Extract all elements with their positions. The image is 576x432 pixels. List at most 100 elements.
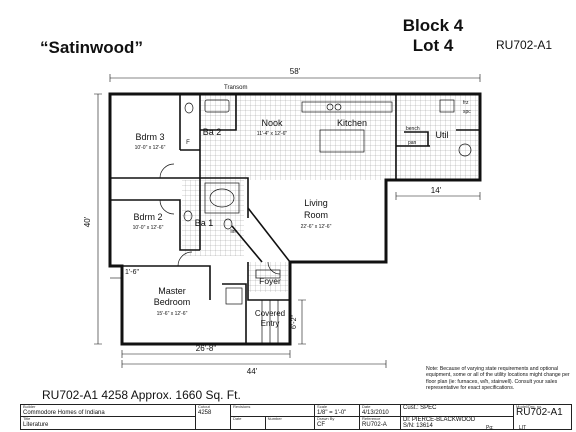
transom-label: Transom bbox=[224, 85, 247, 91]
covered-entry-2: Entry bbox=[261, 319, 280, 328]
utility-tile bbox=[396, 94, 478, 180]
floor-plan: 58' 40' 14' 44' 26'-8" 1'-6" 6'-2" Trans… bbox=[83, 67, 482, 376]
range-burner-icon bbox=[326, 103, 334, 111]
bath2-tub bbox=[204, 99, 230, 113]
revisions-label: Revisions bbox=[233, 404, 251, 409]
nook-name: Nook bbox=[261, 118, 283, 128]
note-text: Note: Because of varying state requireme… bbox=[426, 366, 570, 392]
bdrm2-name: Bdrm 2 bbox=[133, 212, 162, 222]
linen-label: lin bbox=[230, 229, 235, 235]
bench-label: bench bbox=[406, 126, 420, 132]
dim-bump-width: 14' bbox=[431, 186, 442, 195]
fixtures bbox=[183, 99, 472, 344]
living-name-1: Living bbox=[304, 198, 328, 208]
drawn-label: Drawn By bbox=[317, 416, 335, 421]
sn-value: 13614 bbox=[416, 423, 433, 429]
scale-label: Scale bbox=[317, 404, 328, 409]
ref-value: RU702-A bbox=[362, 421, 387, 428]
kitchen-counter bbox=[301, 101, 393, 113]
builder-cell: Builder Commodore Homes of Indiana bbox=[20, 404, 196, 417]
bath1-tile bbox=[182, 180, 244, 256]
rev-date-cell: Date bbox=[230, 416, 266, 430]
plan-name: “Satinwood” bbox=[40, 38, 143, 57]
spc-label: spc bbox=[463, 109, 471, 115]
dim-overall-width: 58' bbox=[290, 67, 301, 76]
rdate-value: 4/13/2010 bbox=[362, 409, 389, 416]
cust-value: SPEC bbox=[420, 405, 437, 411]
ba2-name: Ba 2 bbox=[203, 127, 222, 137]
nook-size: 11'-4" x 12'-6" bbox=[257, 131, 288, 137]
model-value: RU702-A1 bbox=[516, 406, 563, 418]
title-cell: Title Literature bbox=[20, 416, 196, 430]
model-cell: Model/Drg. no. RU702-A1 bbox=[513, 404, 572, 430]
rdate-cell: Date 4/13/2010 bbox=[359, 404, 402, 417]
dl-label: Dl: bbox=[403, 417, 411, 423]
scale-value: 1/8" = 1'-0" bbox=[317, 409, 347, 416]
diagonal-walls bbox=[231, 207, 291, 263]
dim-master-width: 26'-8" bbox=[196, 344, 217, 353]
bath1-toilet-icon bbox=[183, 210, 193, 222]
title-label: Title bbox=[23, 416, 31, 421]
master-size: 15'-6" x 12'-6" bbox=[157, 311, 188, 317]
pg-value: LIT bbox=[518, 425, 527, 431]
page-cell: Pg: LIT bbox=[486, 425, 526, 431]
model-label: Model/Drg. no. bbox=[516, 404, 543, 409]
cutout-value: 4258 bbox=[198, 409, 212, 416]
garden-tub-icon bbox=[209, 188, 235, 208]
title-value: Literature bbox=[23, 421, 49, 428]
interior-walls bbox=[110, 94, 480, 344]
bdrm3-name: Bdrm 3 bbox=[135, 132, 164, 142]
bath1-tub bbox=[204, 182, 240, 214]
drawn-value: CF bbox=[317, 421, 326, 428]
drawn-cell: Drawn By CF bbox=[314, 416, 361, 430]
living-name-2: Room bbox=[304, 210, 328, 220]
dim-offset: 1'-6" bbox=[125, 269, 139, 276]
builder-label: Builder bbox=[23, 404, 36, 409]
title-block: Builder Commodore Homes of Indiana Cutou… bbox=[20, 404, 572, 430]
water-heater-icon bbox=[458, 143, 472, 157]
ba1-name: Ba 1 bbox=[195, 218, 214, 228]
entry-deck-icon bbox=[261, 300, 279, 344]
plan-summary: RU702-A1 4258 Approx. 1660 Sq. Ft. bbox=[42, 388, 241, 402]
rdate-label: Date bbox=[362, 404, 371, 409]
ref-cell: Reference RU702-A bbox=[359, 416, 402, 430]
ref-label: Reference bbox=[362, 416, 381, 421]
cutout-label: Cutout bbox=[198, 404, 210, 409]
closet-f-label: F bbox=[186, 140, 190, 146]
master-name-2: Bedroom bbox=[154, 297, 191, 307]
dim-entry-depth: 6'-2" bbox=[291, 315, 298, 329]
pg-label: Pg: bbox=[486, 425, 494, 431]
util-name: Util bbox=[436, 130, 449, 140]
bdrm2-size: 10'-0" x 12'-6" bbox=[133, 225, 164, 231]
door-swings bbox=[159, 163, 281, 275]
bdrm3-size: 10'-0" x 12'-6" bbox=[135, 145, 166, 151]
kitchen-island bbox=[319, 129, 365, 153]
dl-value: PIERCE-BLACKWOOD bbox=[411, 417, 476, 423]
block-lot: Block 4 Lot 4 bbox=[398, 16, 468, 56]
master-name-1: Master bbox=[158, 286, 186, 296]
rev-date-label: Date bbox=[233, 416, 242, 421]
dimension-lines bbox=[94, 74, 481, 368]
bath2-tile bbox=[200, 95, 236, 130]
foyer-tile bbox=[248, 262, 288, 292]
dim-overall-depth: 40' bbox=[83, 216, 92, 227]
foyer-label: Foyer bbox=[259, 276, 281, 286]
washer-icon bbox=[439, 99, 455, 113]
range-burner-icon-2 bbox=[334, 103, 342, 111]
builder-value: Commodore Homes of Indiana bbox=[23, 409, 105, 416]
scale-cell: Scale 1/8" = 1'-0" bbox=[314, 404, 361, 417]
living-size: 22'-6" x 12'-6" bbox=[301, 224, 332, 230]
master-closet bbox=[225, 287, 243, 305]
pan-label: pan bbox=[408, 140, 417, 146]
dealer-cell: Dl: PIERCE-BLACKWOOD S/N: 13614 bbox=[400, 416, 515, 430]
dim-bottom-width: 44' bbox=[247, 367, 258, 376]
revisions-cell: Revisions bbox=[229, 404, 316, 417]
frz-label: frz bbox=[463, 100, 469, 106]
bath2-toilet-icon bbox=[184, 102, 194, 114]
rev-number-cell: Number bbox=[264, 416, 316, 430]
sn-label: S/N: bbox=[403, 423, 415, 429]
bath1-sink-icon bbox=[223, 218, 233, 230]
lot-label: Lot 4 bbox=[412, 36, 454, 55]
block-label: Block 4 bbox=[402, 16, 464, 35]
plan-code: RU702-A1 bbox=[496, 38, 553, 52]
